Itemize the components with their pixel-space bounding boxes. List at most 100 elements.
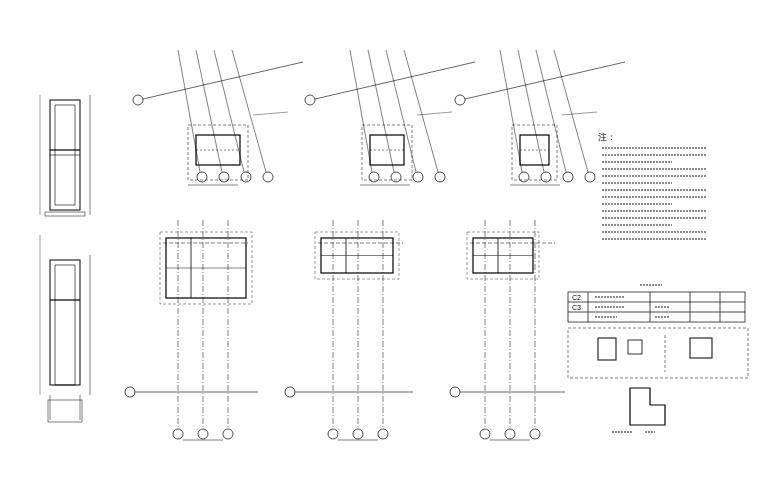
- drawing-line: [510, 185, 560, 186]
- outline-rect: [568, 328, 748, 378]
- axis-bubble: [241, 172, 251, 182]
- drawing-line: [460, 392, 565, 393]
- drawing-line: [178, 50, 200, 172]
- section-outline: [630, 388, 665, 425]
- drawing-line: [40, 95, 41, 215]
- drawing-line: [143, 62, 303, 99]
- label-holder: 注：: [598, 133, 616, 142]
- drawing-line: [228, 220, 229, 428]
- illegible-note-line: [602, 161, 672, 163]
- illegible-note-line: [602, 189, 707, 191]
- drawing-line: [191, 238, 192, 298]
- section-detail: [612, 388, 665, 432]
- illegible-note-line: [595, 296, 625, 298]
- axis-bubble: [369, 172, 379, 182]
- drawing-line: [720, 292, 721, 322]
- illegible-note-line: [595, 316, 617, 318]
- illegible-note-line: [655, 306, 670, 308]
- elevation-views: [40, 95, 90, 422]
- drawing-line: [50, 149, 80, 150]
- drawing-line: [50, 299, 80, 300]
- drawing-line: [535, 220, 536, 428]
- outline-rect: [160, 232, 252, 304]
- outline-rect: [196, 135, 240, 165]
- outline-rect: [467, 232, 539, 279]
- axis-bubble: [197, 172, 207, 182]
- outline-rect: [598, 338, 616, 360]
- drawing-line: [178, 220, 179, 428]
- outline-rect: [690, 338, 712, 358]
- illegible-note-line: [602, 217, 707, 219]
- drawing-line: [568, 312, 745, 313]
- label-holder: C3: [572, 304, 581, 311]
- axis-bubble: [263, 172, 273, 182]
- axis-bubble: [505, 429, 515, 439]
- outline-rect: [568, 292, 745, 322]
- drawing-line: [386, 50, 416, 172]
- drawing-line: [358, 220, 359, 428]
- outline-rect: [166, 238, 246, 298]
- drawing-line: [588, 292, 589, 322]
- illegible-note-line: [602, 147, 707, 149]
- illegible-note-line: [612, 431, 632, 433]
- drawing-line: [50, 395, 51, 420]
- plan-view-upper: [455, 50, 625, 185]
- illegible-note-line: [602, 238, 707, 240]
- drawing-line: [383, 220, 384, 428]
- illegible-note-line: [602, 154, 707, 156]
- axis-bubble: [585, 172, 595, 182]
- outline-rect: [520, 135, 549, 165]
- axis-bubble: [378, 429, 388, 439]
- axis-bubble: [519, 172, 529, 182]
- plan-view-upper: [133, 50, 303, 185]
- drawing-line: [333, 220, 334, 428]
- axis-bubble: [413, 172, 423, 182]
- illegible-note-line: [602, 196, 707, 198]
- drawing-line: [490, 440, 530, 441]
- axis-bubble: [530, 429, 540, 439]
- drawing-line: [650, 292, 651, 322]
- drawing-line: [90, 95, 91, 215]
- notes-block: [602, 148, 707, 239]
- axis-bubble: [125, 387, 135, 397]
- drawing-line: [346, 238, 347, 273]
- outline-rect: [321, 238, 393, 273]
- drawing-line: [50, 155, 80, 156]
- drawing-line: [465, 62, 625, 99]
- axis-bubble: [435, 172, 445, 182]
- drawing-line: [196, 150, 240, 151]
- drawing-line: [470, 243, 555, 244]
- axis-bubble: [198, 429, 208, 439]
- illegible-note-line: [595, 306, 625, 308]
- plan-view-lower: [285, 220, 413, 440]
- member-table: [568, 285, 745, 322]
- drawing-line: [370, 150, 404, 151]
- drawing-line: [500, 50, 522, 172]
- outline-rect: [315, 232, 399, 279]
- illegible-note-line: [602, 182, 672, 184]
- axis-bubble: [305, 95, 315, 105]
- drawing-line: [368, 50, 394, 172]
- drawing-line: [203, 220, 204, 428]
- axis-bubble: [450, 387, 460, 397]
- drawing-line: [554, 50, 588, 172]
- illegible-note-line: [602, 231, 707, 233]
- axis-bubble: [541, 172, 551, 182]
- illegible-note-line: [602, 203, 672, 205]
- drawing-line: [188, 185, 238, 186]
- drawing-line: [360, 185, 410, 186]
- outline-rect: [362, 125, 412, 180]
- plan-view-lower: [125, 220, 258, 440]
- axis-bubble: [173, 429, 183, 439]
- drawing-line: [473, 255, 533, 256]
- illegible-note-line: [602, 168, 707, 170]
- drawing-line: [665, 335, 666, 372]
- outline-rect: [628, 340, 642, 354]
- drawing-line: [404, 50, 438, 172]
- axis-bubble: [480, 429, 490, 439]
- drawing-line: [338, 440, 378, 441]
- drawing-line: [232, 50, 266, 172]
- drawing-line: [196, 50, 222, 172]
